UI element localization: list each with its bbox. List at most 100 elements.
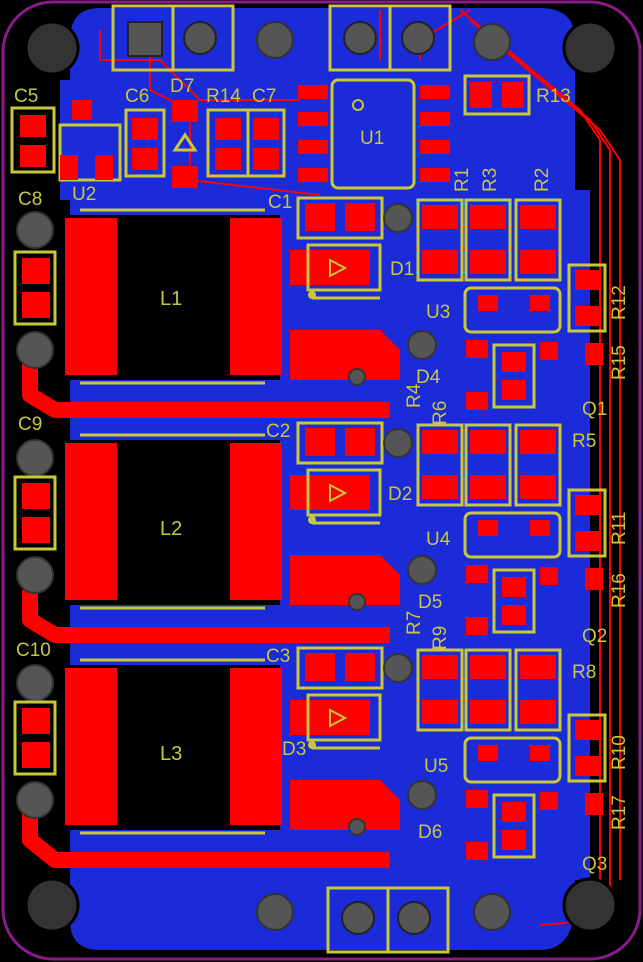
connector-pin xyxy=(183,21,217,55)
tr-pad xyxy=(466,340,488,358)
res-pad xyxy=(575,720,599,740)
label-l1: L1 xyxy=(160,288,182,310)
connector-pin xyxy=(343,21,377,55)
res-outline xyxy=(567,488,607,558)
transistor-outline xyxy=(492,793,536,859)
l2-pad-right xyxy=(230,443,282,600)
via xyxy=(348,593,366,611)
res-outline xyxy=(514,648,562,732)
label-r14: R14 xyxy=(206,86,241,107)
ic-pad xyxy=(530,520,550,536)
label-r5: R5 xyxy=(572,431,596,452)
ic-pad xyxy=(530,745,550,761)
tr-pad xyxy=(540,342,558,360)
diode-outline xyxy=(306,243,382,292)
mount-hole-bl xyxy=(24,877,80,933)
res-pad xyxy=(470,250,506,274)
label-q3: Q3 xyxy=(582,854,607,875)
res-pad xyxy=(470,655,506,679)
tr-pad xyxy=(502,802,526,822)
mount-hole-tl xyxy=(24,20,80,76)
tr-pad xyxy=(466,617,488,635)
label-c9: C9 xyxy=(18,414,42,435)
cap-pad xyxy=(345,653,375,681)
tr-pad xyxy=(502,352,526,372)
l1-pad-right xyxy=(230,218,282,375)
via xyxy=(383,653,413,683)
res-pad xyxy=(585,343,603,365)
res-pad xyxy=(575,306,599,326)
res-outline xyxy=(416,648,464,732)
ic-outline xyxy=(463,511,562,559)
cap-outline xyxy=(296,421,384,465)
l3-pad-right xyxy=(230,668,282,825)
via xyxy=(407,330,437,360)
via xyxy=(348,818,366,836)
label-r16: R16 xyxy=(609,573,630,608)
res-pad xyxy=(520,655,556,679)
cap-pad xyxy=(305,428,335,456)
label-d7: D7 xyxy=(170,76,194,97)
label-q2: Q2 xyxy=(582,626,607,647)
diode-outline xyxy=(306,468,382,517)
res-pad xyxy=(422,430,458,454)
via xyxy=(407,555,437,585)
res-pad xyxy=(575,531,599,551)
via xyxy=(348,368,366,386)
res-pad xyxy=(422,655,458,679)
label-q1: Q1 xyxy=(582,399,607,420)
transistor-outline xyxy=(492,568,536,634)
res-pad xyxy=(585,568,603,590)
res-pad xyxy=(470,205,506,229)
diode-pad xyxy=(300,480,324,506)
ic-outline xyxy=(463,286,562,334)
diode-symbol xyxy=(329,483,348,503)
hole xyxy=(256,893,294,931)
tr-pad xyxy=(502,605,526,625)
label-d1: D1 xyxy=(390,259,414,280)
label-u1: U1 xyxy=(360,128,384,149)
label-r3: R3 xyxy=(480,168,501,192)
l1-pad-left xyxy=(65,218,117,375)
cap-pad xyxy=(345,203,375,231)
label-u4: U4 xyxy=(426,529,451,550)
pin1-dot xyxy=(308,741,316,749)
diode-outline xyxy=(306,693,382,742)
connector-pin xyxy=(341,901,375,935)
res-pad xyxy=(422,250,458,274)
ic-pad xyxy=(478,520,498,536)
ic-outline xyxy=(463,736,562,784)
connector-pin xyxy=(401,21,435,55)
label-l2: L2 xyxy=(160,518,182,540)
res-pad xyxy=(575,270,599,290)
cap-pad xyxy=(305,203,335,231)
label-c3: C3 xyxy=(266,646,290,667)
res-pad xyxy=(520,430,556,454)
res-pad xyxy=(520,205,556,229)
via xyxy=(407,780,437,810)
tr-pad xyxy=(540,567,558,585)
pin1-dot xyxy=(308,516,316,524)
res-pad xyxy=(520,700,556,724)
res-pad xyxy=(575,495,599,515)
label-r6: R6 xyxy=(430,401,451,425)
tr-pad xyxy=(540,792,558,810)
label-r2: R2 xyxy=(532,168,553,192)
label-r4: R4 xyxy=(404,383,425,408)
res-pad xyxy=(585,793,603,815)
res-outline xyxy=(514,198,562,282)
label-r7: R7 xyxy=(404,611,425,635)
res-pad xyxy=(422,700,458,724)
label-c7: C7 xyxy=(252,86,276,107)
label-r17: R17 xyxy=(609,795,630,830)
label-r11: R11 xyxy=(609,512,630,545)
label-r13: R13 xyxy=(536,86,571,107)
label-d2: D2 xyxy=(388,484,412,505)
label-l3: L3 xyxy=(160,743,182,765)
connector-pin-square xyxy=(127,21,163,57)
label-d6: D6 xyxy=(418,822,442,843)
cap-outline xyxy=(296,196,384,240)
l2-pad-left xyxy=(65,443,117,600)
res-outline xyxy=(416,423,464,507)
